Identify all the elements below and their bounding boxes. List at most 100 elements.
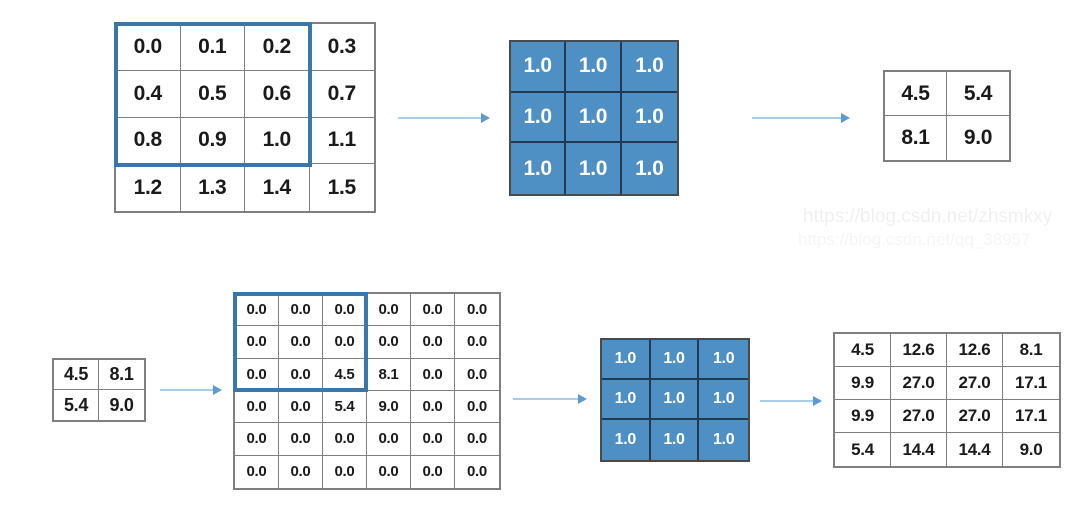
matrix-cell: 5.4: [54, 390, 99, 420]
matrix-cell: 4.5: [54, 360, 99, 390]
matrix-cell: 0.5: [180, 70, 245, 118]
arrow-kernel-to-output-top: [752, 112, 850, 124]
matrix-cell: 0.0: [279, 358, 323, 391]
arrow-head-icon: [578, 394, 587, 404]
matrix-cell: 0.0: [367, 326, 411, 359]
matrix-cell: 1.0: [566, 143, 622, 194]
matrix-cell: 0.2: [245, 24, 310, 71]
matrix-cell: 4.5: [835, 334, 891, 367]
arrow-kernel-to-output-bottom: [760, 395, 822, 407]
matrix-cell: 0.0: [116, 24, 181, 71]
matrix-cell: 1.0: [650, 380, 700, 420]
matrix-cell: 0.7: [309, 70, 374, 118]
matrix-cell: 0.3: [309, 24, 374, 71]
matrix-cell: 4.5: [323, 358, 367, 391]
matrix-cell: 0.0: [235, 455, 279, 488]
matrix-cell: 12.6: [891, 334, 947, 367]
matrix-cell: 1.0: [602, 340, 651, 380]
matrix-cell: 9.9: [835, 367, 891, 400]
matrix-cell: 1.5: [309, 164, 374, 211]
matrix-cell: 1.2: [116, 164, 181, 211]
matrix-cell: 0.0: [279, 326, 323, 359]
matrix-cell: 9.9: [835, 400, 891, 433]
matrix-cell: 0.0: [455, 294, 499, 327]
matrix-cell: 27.0: [947, 400, 1003, 433]
matrix-cell: 1.0: [621, 92, 677, 144]
matrix-cell: 12.6: [947, 334, 1003, 367]
arrow-head-icon: [481, 113, 490, 123]
matrix-cell: 0.0: [235, 358, 279, 391]
matrix-cell: 0.0: [411, 390, 455, 424]
matrix-cell: 0.8: [116, 117, 181, 165]
matrix-cell: 27.0: [891, 400, 947, 433]
matrix-cell: 1.0: [699, 420, 748, 460]
matrix-cell: 1.0: [511, 92, 567, 144]
matrix-cell: 1.0: [602, 420, 651, 460]
matrix-cell: 9.0: [367, 390, 411, 424]
matrix-cell: 0.0: [455, 390, 499, 424]
matrix-cell: 1.0: [699, 380, 748, 420]
matrix-cell: 1.0: [566, 92, 622, 144]
arrow-input-to-kernel-top: [398, 112, 490, 124]
matrix-cell: 0.0: [411, 423, 455, 456]
matrix-cell: 0.0: [235, 423, 279, 456]
matrix-cell: 0.0: [279, 294, 323, 327]
matrix-cell: 0.0: [367, 294, 411, 327]
matrix-cell: 0.0: [323, 326, 367, 359]
matrix-cell: 0.0: [411, 455, 455, 488]
matrix-cell: 1.0: [621, 42, 677, 93]
matrix-cell: 5.4: [835, 433, 891, 466]
matrix-cell: 0.0: [455, 326, 499, 359]
matrix-cell: 0.9: [180, 117, 245, 165]
matrix-cell: 1.0: [602, 380, 651, 420]
matrix-cell: 0.0: [411, 326, 455, 359]
arrow-shaft: [398, 117, 481, 119]
arrow-shaft: [160, 389, 213, 391]
arrow-shaft: [760, 400, 813, 402]
matrix-cell: 0.0: [323, 294, 367, 327]
matrix-cell: 1.1: [309, 117, 374, 165]
matrix-cell: 1.0: [245, 117, 310, 165]
matrix-cell: 17.1: [1003, 400, 1059, 433]
matrix-cell: 1.0: [621, 143, 677, 194]
matrix-cell: 0.0: [455, 423, 499, 456]
matrix-cell: 1.4: [245, 164, 310, 211]
matrix-cell: 0.0: [367, 455, 411, 488]
matrix-cell: 5.4: [947, 72, 1009, 116]
arrow-head-icon: [213, 385, 222, 395]
matrix-cell: 9.0: [947, 116, 1009, 160]
matrix-cell: 8.1: [99, 360, 144, 390]
matrix-cell: 0.0: [279, 390, 323, 424]
matrix-cell: 0.0: [235, 326, 279, 359]
matrix-cell: 1.3: [180, 164, 245, 211]
matrix-cell: 0.0: [235, 294, 279, 327]
matrix-cell: 8.1: [367, 358, 411, 391]
matrix-cell: 14.4: [891, 433, 947, 466]
matrix-cell: 0.0: [367, 423, 411, 456]
matrix-cell: 4.5: [885, 72, 947, 116]
matrix-cell: 0.0: [455, 358, 499, 391]
arrow-padded-to-kernel: [513, 393, 587, 405]
matrix-cell: 0.0: [411, 294, 455, 327]
arrow-head-icon: [841, 113, 850, 123]
matrix-cell: 27.0: [891, 367, 947, 400]
matrix-cell: 1.0: [511, 42, 567, 93]
matrix-cell: 8.1: [885, 116, 947, 160]
matrix-cell: 0.6: [245, 70, 310, 118]
matrix-cell: 0.0: [455, 455, 499, 488]
watermark-line-1: https://blog.csdn.net/zhsmkxy: [803, 206, 1053, 227]
matrix-cell: 1.0: [650, 420, 700, 460]
matrix-cell: 1.0: [650, 340, 700, 380]
matrix-cell: 9.0: [99, 390, 144, 420]
matrix-cell: 0.0: [323, 455, 367, 488]
matrix-cell: 0.0: [411, 358, 455, 391]
arrow-shaft: [513, 398, 578, 400]
matrix-cell: 1.0: [699, 340, 748, 380]
matrix-cell: 1.0: [511, 143, 567, 194]
